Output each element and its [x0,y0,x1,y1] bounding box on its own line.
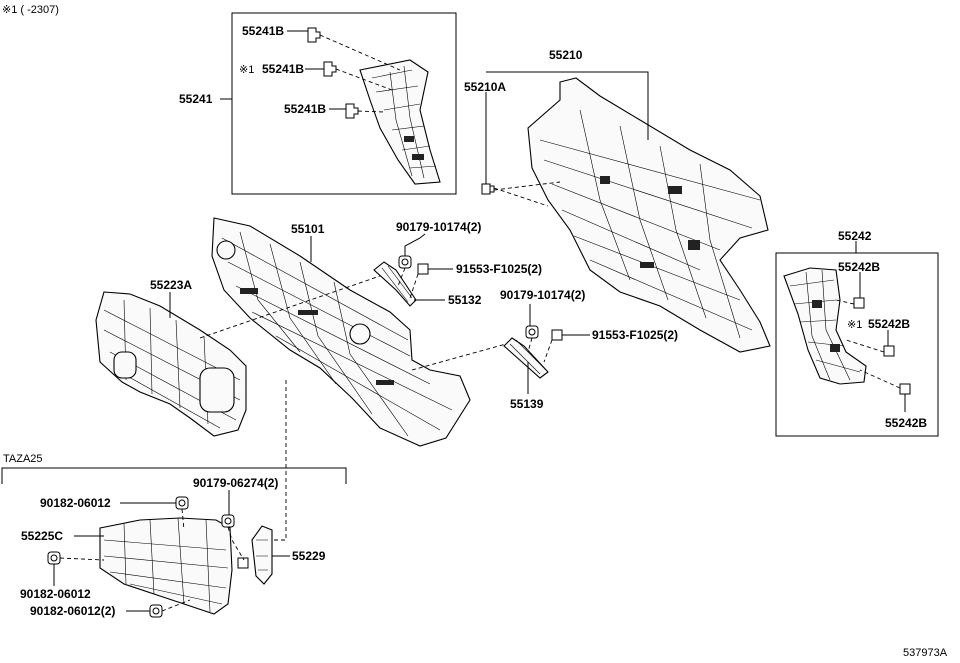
nut-90182-06012-a [175,496,189,510]
clip-55242B-bot [899,383,911,395]
part-55225C-silencer [99,517,233,615]
nut-90182-06012-b [47,551,61,565]
clip-55241B-bot [345,103,359,119]
callout-90179-06274: 90179-06274(2) [193,476,278,490]
clip-55242B-top [853,297,865,309]
callout-90182-06012-a: 90182-06012 [40,496,111,510]
leader-dash-55241B [319,34,401,113]
part-55101-dash-panel [211,217,471,447]
figure-id: 537973A [903,647,948,659]
callout-55229: 55229 [292,549,326,563]
callout-55225C: 55225C [21,529,63,543]
leader-dash-55210A [493,181,561,207]
clip-55241B-mid [323,61,337,77]
part-55229-bracket [237,525,273,585]
callout-90179-10174-b: 90179-10174(2) [500,288,585,302]
leader-dash-55139 [411,337,553,371]
group-frame-55241 [231,12,457,195]
bolt-91553-F1025-b [551,329,570,341]
part-55242-bracket [783,267,867,385]
part-55210-insulator [527,77,771,353]
callout-55242B-top: 55242B [838,260,880,274]
nut-90179-10174-a [398,255,412,269]
callout-55241B-mid: 55241B [262,62,304,76]
group-frame-55242 [775,252,939,437]
leader-dash-55242B [835,299,901,389]
callout-55241B-bot: 55241B [284,102,326,116]
callout-55241B-mid-mark: ※1 [239,64,254,76]
part-55132-bracket [373,261,417,307]
callout-55210A: 55210A [464,80,506,94]
group-frame-taza25 [1,467,347,484]
callout-55139: 55139 [510,397,544,411]
callout-55223A: 55223A [150,278,192,292]
part-55223A-silencer [95,291,247,437]
callout-55242B-mid: 55242B [868,317,910,331]
callout-55241B-top: 55241B [242,24,284,38]
callout-90179-10174-a: 90179-10174(2) [396,220,481,234]
callout-55242: 55242 [838,229,872,243]
callout-90182-06012-c: 90182-06012(2) [30,604,115,618]
callout-55242B-bot: 55242B [885,416,927,430]
callout-55241: 55241 [179,92,213,106]
callout-55132: 55132 [448,293,482,307]
leader-dash-55132 [199,267,419,339]
part-55139-bracket [503,337,549,379]
callout-91553-F1025-a: 91553-F1025(2) [456,262,542,276]
clip-55241B-top [307,27,321,43]
nut-90182-06012-c [149,604,163,618]
callout-55210: 55210 [549,48,583,62]
leader-dash-taza25 [59,380,287,612]
callout-91553-F1025-b: 91553-F1025(2) [592,328,678,342]
clip-55242B-mid [883,345,895,357]
leader-55210 [486,71,649,140]
nut-90179-10174-b [525,325,539,339]
group-label-taza25: TAZA25 [3,453,43,465]
bolt-91553-F1025-a [417,263,436,275]
leader-90179-10174-a [404,233,426,256]
callout-55242B-mid-mark: ※1 [847,319,862,331]
callout-55101: 55101 [291,222,325,236]
nut-90179-06274 [221,514,235,528]
clip-55210A [481,183,495,195]
header-note: ※1 ( -2307) [2,4,59,16]
callout-90182-06012-b: 90182-06012 [20,587,91,601]
part-55241-bracket [359,59,441,185]
